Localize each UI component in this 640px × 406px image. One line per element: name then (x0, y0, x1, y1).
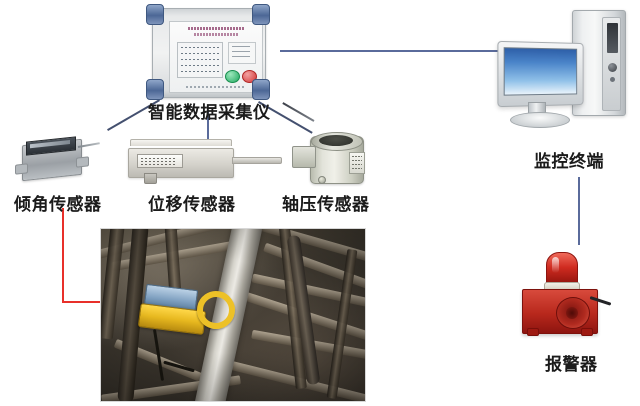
daq-corner-bumper (252, 4, 270, 25)
daq-corner-bumper (252, 79, 270, 100)
inclination-sensor-mount-flange (76, 156, 89, 168)
daq-panel-title-line (188, 27, 244, 30)
inclination-to-photo-link-vertical (62, 208, 64, 303)
monitor-screen (503, 47, 578, 96)
alarm-label: 报警器 (545, 355, 598, 375)
daq-corner-bumper (146, 4, 164, 25)
power-button-icon[interactable] (608, 63, 617, 72)
daq-to-terminal-link (280, 50, 504, 52)
displacement-sensor-top-cover (130, 139, 232, 146)
alarm-horn-speaker (556, 297, 590, 329)
alarm-beacon-lamp (546, 252, 578, 286)
inclination-sensor-icon[interactable] (14, 128, 100, 188)
daq-terminal-block (177, 42, 223, 78)
monitor-bezel (497, 40, 584, 108)
daq-case (152, 8, 266, 98)
alarm-beacon-icon[interactable] (520, 252, 612, 342)
monitoring-terminal-label: 监控终端 (534, 152, 604, 172)
axial-pressure-sensor-icon[interactable] (282, 102, 370, 188)
monitor-stand-base (510, 112, 570, 128)
status-led-icon (610, 77, 615, 82)
daq-panel-footer-line (186, 86, 244, 88)
displacement-sensor-connector (144, 173, 157, 184)
axial-pressure-sensor-bore (319, 135, 353, 146)
axial-pressure-sensor-junction-box (292, 146, 316, 168)
displacement-sensor-rod (232, 157, 282, 164)
terminal-to-alarm-link (578, 177, 580, 245)
photo-vignette (101, 229, 365, 401)
daq-start-button[interactable] (225, 70, 240, 83)
axial-pressure-sensor-label: 轴压传感器 (282, 195, 370, 215)
optical-drive-slot (607, 23, 618, 53)
displacement-sensor-label: 位移传感器 (148, 195, 236, 215)
daq-corner-bumper (146, 79, 164, 100)
axial-pressure-sensor-bolt (318, 176, 326, 184)
daq-legend-block (228, 42, 256, 64)
inclination-sensor-label: 倾角传感器 (14, 195, 102, 215)
field-installation-photo (100, 228, 366, 402)
daq-front-panel (169, 21, 263, 93)
daq-panel-subtitle-line (194, 33, 238, 36)
data-acquisition-device-icon[interactable] (146, 4, 270, 100)
displacement-sensor-nameplate (137, 154, 183, 168)
daq-label: 智能数据采集仪 (148, 103, 271, 123)
axial-pressure-sensor-nameplate (349, 152, 365, 174)
daq-to-displacement-link (207, 110, 209, 142)
displacement-sensor-icon[interactable] (128, 139, 282, 188)
inclination-sensor-mount-flange (15, 163, 28, 175)
desktop-computer-icon[interactable] (497, 8, 626, 132)
